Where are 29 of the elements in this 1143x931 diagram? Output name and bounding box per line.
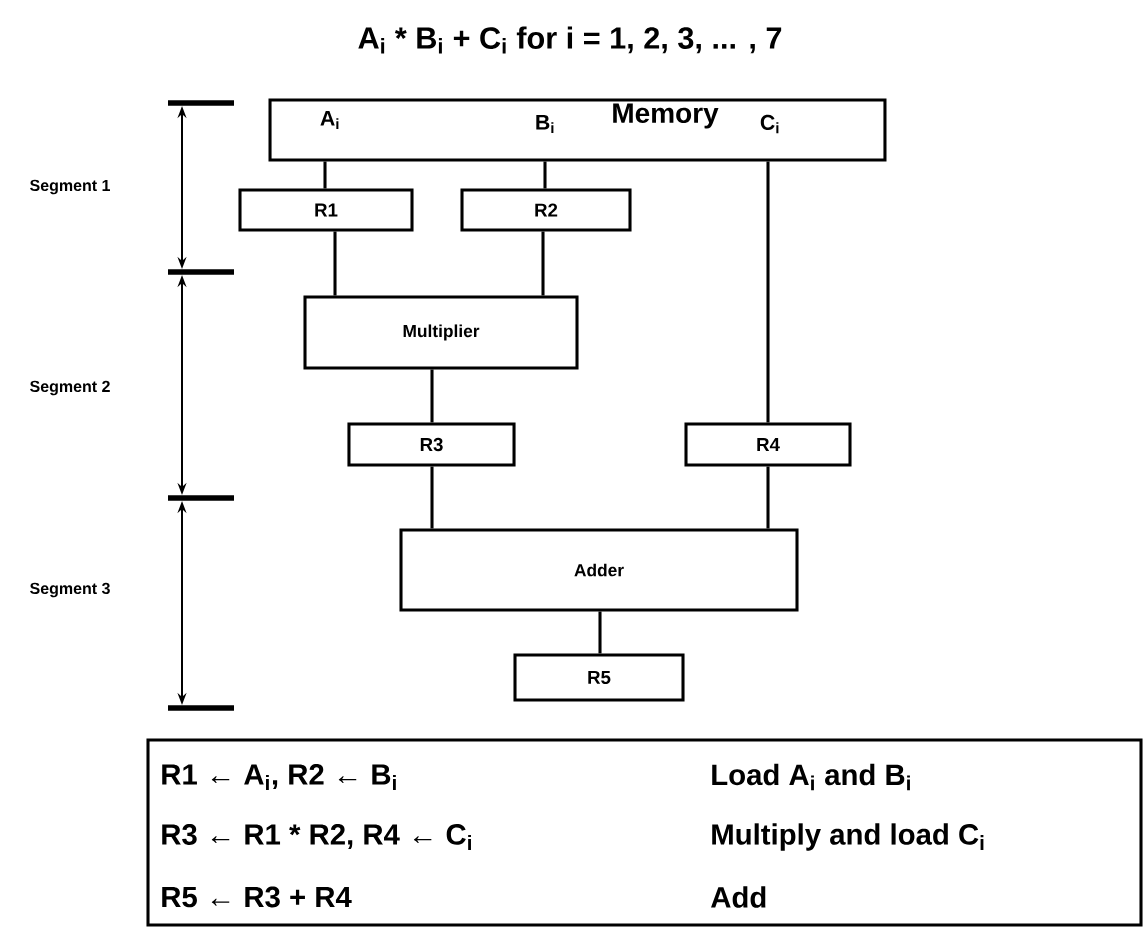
register-box: R3 — [347, 422, 516, 467]
register-box: R1 — [238, 188, 414, 232]
table-cell: R3 ← R1 * R2, R4 ← C$_{i}$ — [162, 824, 471, 850]
table-cell: R5 ← R3 + R4 — [162, 886, 352, 908]
segment-label: Segment 2 — [30, 380, 110, 396]
connector-line — [598, 611, 602, 654]
connector-line — [323, 161, 327, 189]
segment-label: Segment 3 — [30, 582, 110, 598]
register-box: R5 — [513, 653, 685, 702]
connector-line — [766, 161, 770, 423]
table-cell: R1 ← A$_{i}$, R2 ← B$_{i}$ — [162, 764, 396, 790]
table-cell: Multiply and load C$_{i}$ — [712, 823, 984, 851]
connector-line — [430, 466, 434, 529]
connector-line — [430, 369, 434, 423]
register-box: Adder — [399, 528, 799, 612]
table-cell: Add — [711, 886, 766, 908]
title: A$_{i}$ * B$_{i}$ + C$_{i}$ for i = 1, 2, 3, ... , 7 — [358, 26, 782, 54]
port-label: B$_{i}$ — [536, 114, 554, 134]
register-box: R4 — [684, 422, 852, 467]
connector-line — [543, 161, 547, 189]
connector-line — [766, 466, 770, 529]
register-box: R2 — [460, 188, 632, 232]
connector-line — [541, 231, 545, 296]
register-box: Multiplier — [303, 295, 579, 370]
table-cell: Load A$_{i}$ and B$_{i}$ — [712, 763, 910, 791]
connector-line — [333, 231, 337, 296]
segment-label: Segment 1 — [30, 179, 110, 195]
port-label: A$_{i}$ — [320, 110, 339, 130]
port-label: C$_{i}$ — [760, 114, 779, 134]
